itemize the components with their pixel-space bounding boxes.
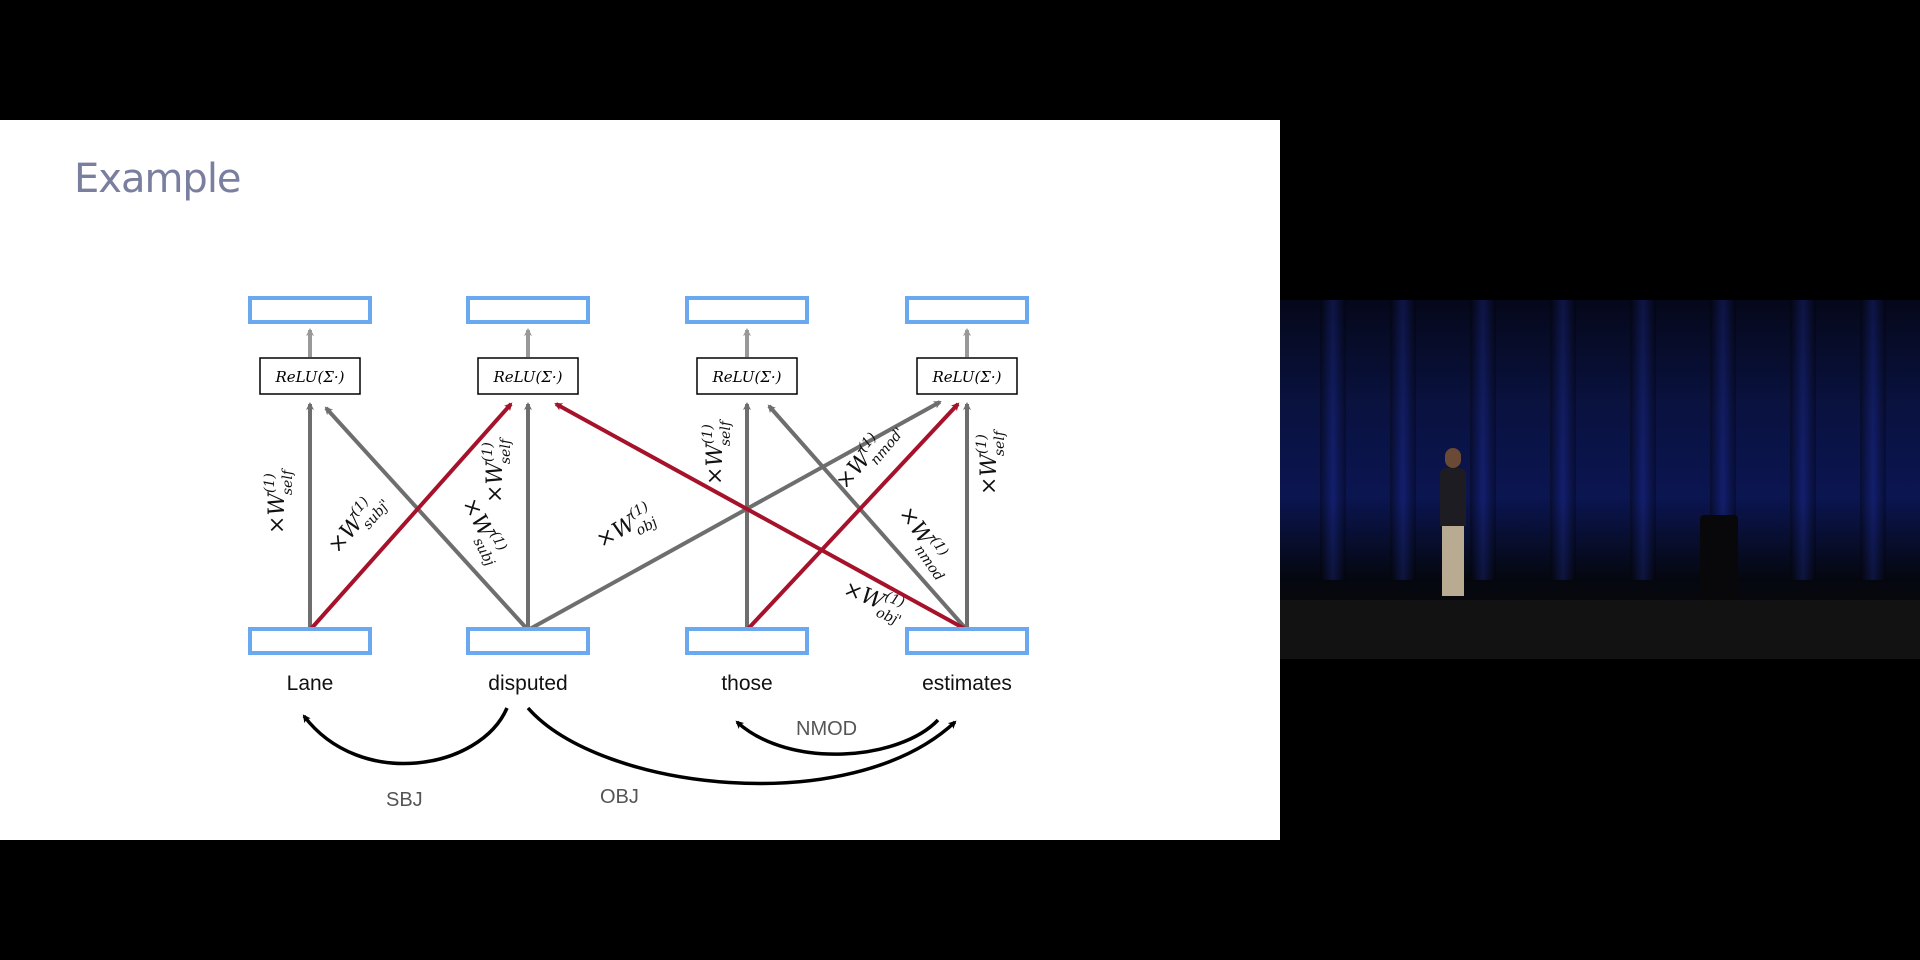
input-node-box bbox=[685, 627, 809, 655]
input-node-box bbox=[248, 627, 372, 655]
sbj-label: SBJ bbox=[386, 789, 423, 811]
weight-superscript: (1) bbox=[700, 424, 716, 444]
weight-label-self: ×W(1)self bbox=[262, 467, 296, 534]
output-node-box bbox=[466, 296, 590, 324]
weight-label-obj: ×W(1)obj bbox=[591, 499, 661, 559]
weight-subscript: self bbox=[718, 418, 734, 446]
obj-arc bbox=[526, 706, 957, 786]
relu-box bbox=[916, 357, 1018, 395]
word-those: those bbox=[721, 672, 772, 695]
word-estimates: estimates bbox=[922, 672, 1012, 695]
speaker bbox=[1440, 448, 1466, 618]
weight-superscript: (1) bbox=[480, 442, 496, 462]
weight-subscript: self bbox=[992, 428, 1008, 456]
output-node-box bbox=[248, 296, 372, 324]
speaker-video bbox=[1280, 300, 1920, 659]
input-node-box bbox=[466, 627, 590, 655]
word-disputed: disputed bbox=[488, 672, 567, 695]
relu-label: ReLU(Σ·) bbox=[274, 368, 344, 386]
word-Lane: Lane bbox=[287, 672, 334, 695]
relu-label: ReLU(Σ·) bbox=[931, 368, 1001, 386]
weight-superscript: (1) bbox=[262, 473, 278, 493]
edge-disputed-to-lane bbox=[324, 406, 530, 632]
relu-box bbox=[477, 357, 579, 395]
stage-floor bbox=[1280, 600, 1920, 659]
relu-label: ReLU(Σ·) bbox=[492, 368, 562, 386]
weight-prefix: ×W bbox=[265, 491, 290, 534]
relu-label: ReLU(Σ·) bbox=[711, 368, 781, 386]
sbj-arc bbox=[302, 707, 509, 766]
weight-prefix: ×W bbox=[977, 452, 1002, 495]
relu-box bbox=[696, 357, 798, 395]
weight-label-self: ×W(1)self bbox=[480, 436, 514, 503]
weight-subscript: self bbox=[498, 436, 514, 464]
edge-those-to-estimates bbox=[745, 402, 960, 632]
weight-label-nmod: ×W(1)nmod bbox=[889, 500, 962, 584]
edge-disputed-to-estimates bbox=[527, 400, 942, 632]
slide-title: Example bbox=[74, 156, 242, 202]
edge-estimates-to-disputed bbox=[554, 402, 968, 632]
weight-prefix: ×W bbox=[703, 442, 728, 485]
output-node-box bbox=[685, 296, 809, 324]
weight-superscript: (1) bbox=[974, 434, 990, 454]
nmod-arc bbox=[735, 718, 940, 756]
weight-label-self: ×W(1)self bbox=[974, 428, 1008, 495]
nmod-label: NMOD bbox=[796, 718, 857, 740]
output-node-box bbox=[905, 296, 1029, 324]
edge-estimates-to-those bbox=[767, 404, 969, 632]
obj-label: OBJ bbox=[600, 786, 639, 808]
edge-lane-to-disputed bbox=[308, 402, 513, 632]
input-node-box bbox=[905, 627, 1029, 655]
weight-label-obj-prime: ×W(1)obj' bbox=[838, 574, 911, 630]
weight-label-self: ×W(1)self bbox=[700, 418, 734, 485]
relu-box bbox=[259, 357, 361, 395]
presentation-slide: Example bbox=[0, 120, 1280, 840]
weight-prefix: ×W bbox=[483, 460, 508, 503]
weight-superscript: (1) bbox=[882, 589, 906, 611]
weight-subscript: self bbox=[280, 467, 296, 495]
